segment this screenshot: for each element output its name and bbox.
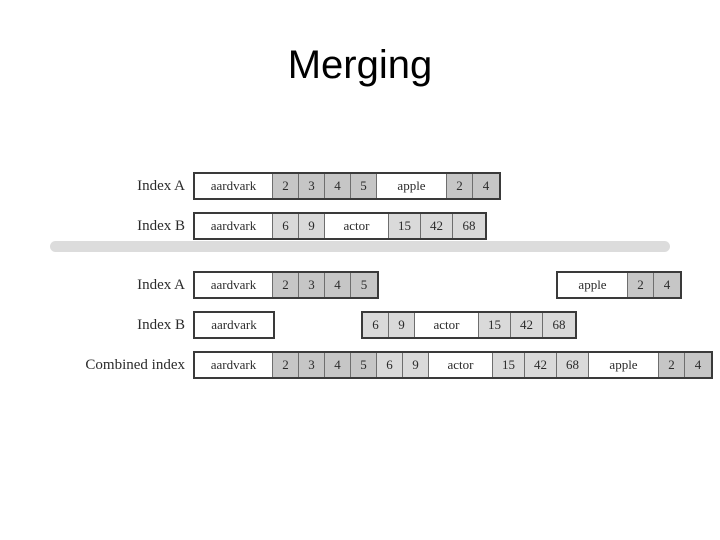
row-label-combined-index: Combined index bbox=[85, 357, 185, 373]
posting-docid-cell: 2 bbox=[447, 174, 473, 198]
posting-docid-cell: 5 bbox=[351, 174, 377, 198]
posting-docid-cell: 15 bbox=[493, 353, 525, 377]
posting-term-cell: aardvark bbox=[195, 273, 273, 297]
posting-docid-cell: 9 bbox=[299, 214, 325, 238]
posting-docid-cell: 4 bbox=[325, 353, 351, 377]
posting-docid-cell: 15 bbox=[389, 214, 421, 238]
posting-docid-cell: 6 bbox=[377, 353, 403, 377]
posting-docid-cell: 5 bbox=[351, 353, 377, 377]
posting-term-cell: aardvark bbox=[195, 214, 273, 238]
posting-term-cell: aardvark bbox=[195, 174, 273, 198]
posting-term-cell: aardvark bbox=[195, 313, 273, 337]
posting-docid-cell: 2 bbox=[628, 273, 654, 297]
posting-docid-cell: 42 bbox=[421, 214, 453, 238]
posting-docid-cell: 2 bbox=[273, 353, 299, 377]
row-label-index-a-bottom: Index A bbox=[137, 277, 185, 293]
posting-term-cell: apple bbox=[589, 353, 659, 377]
posting-docid-cell: 3 bbox=[299, 174, 325, 198]
posting-docid-cell: 15 bbox=[479, 313, 511, 337]
posting-term-cell: actor bbox=[415, 313, 479, 337]
posting-docid-cell: 5 bbox=[351, 273, 377, 297]
posting-term-cell: apple bbox=[558, 273, 628, 297]
index-b-group-aardvark: aardvark bbox=[193, 311, 275, 339]
posting-docid-cell: 4 bbox=[685, 353, 711, 377]
posting-docid-cell: 68 bbox=[453, 214, 485, 238]
posting-docid-cell: 4 bbox=[325, 174, 351, 198]
posting-docid-cell: 9 bbox=[403, 353, 429, 377]
posting-docid-cell: 42 bbox=[525, 353, 557, 377]
posting-docid-cell: 4 bbox=[473, 174, 499, 198]
posting-docid-cell: 6 bbox=[273, 214, 299, 238]
posting-docid-cell: 9 bbox=[389, 313, 415, 337]
page-title: Merging bbox=[287, 43, 433, 87]
row-label-index-b-bottom: Index B bbox=[137, 317, 185, 333]
section-divider bbox=[50, 241, 670, 252]
posting-docid-cell: 4 bbox=[325, 273, 351, 297]
posting-term-cell: apple bbox=[377, 174, 447, 198]
posting-term-cell: aardvark bbox=[195, 353, 273, 377]
posting-docid-cell: 6 bbox=[363, 313, 389, 337]
posting-docid-cell: 42 bbox=[511, 313, 543, 337]
posting-docid-cell: 3 bbox=[299, 353, 325, 377]
posting-docid-cell: 2 bbox=[273, 174, 299, 198]
posting-docid-cell: 68 bbox=[543, 313, 575, 337]
posting-docid-cell: 3 bbox=[299, 273, 325, 297]
posting-docid-cell: 68 bbox=[557, 353, 589, 377]
posting-term-cell: actor bbox=[429, 353, 493, 377]
posting-docid-cell: 2 bbox=[273, 273, 299, 297]
row-label-index-a-top: Index A bbox=[137, 178, 185, 194]
posting-docid-cell: 2 bbox=[659, 353, 685, 377]
posting-docid-cell: 4 bbox=[654, 273, 680, 297]
posting-term-cell: actor bbox=[325, 214, 389, 238]
row-label-index-b-top: Index B bbox=[137, 218, 185, 234]
